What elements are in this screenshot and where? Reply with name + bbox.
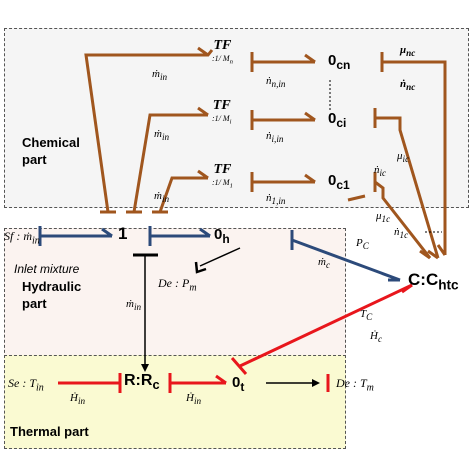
n-1c-label: ṅ1c: [394, 226, 409, 241]
tf-n-element: TF:1/ Mn: [212, 38, 233, 66]
zero-junction-h: 0h: [214, 226, 230, 246]
one-junction: 1: [118, 224, 128, 243]
bond-0c1-to-cc: [374, 180, 432, 259]
bond-0ci-to-cc: [375, 116, 440, 259]
zero-junction-t: 0t: [232, 374, 245, 394]
hydraulic-part-region: [4, 228, 346, 358]
de-t-detector-label: De : Tm: [336, 376, 374, 394]
n-ic-label: ṅic: [374, 164, 387, 179]
m-in-v-label: ṁin: [126, 298, 142, 313]
zero-junction-cn: 0cn: [328, 52, 351, 72]
capacitor-c-htc: C:Chtc: [408, 270, 459, 293]
zero-junction-ci: 0ci: [328, 110, 347, 130]
h-in-1-label: Ḣin: [70, 392, 86, 407]
thermal-part-label: Thermal part: [10, 424, 89, 439]
thermal-part-region: [4, 355, 346, 449]
mu-nc-label: μnc: [400, 44, 416, 59]
m-in-n-label: ṁin: [152, 68, 168, 83]
de-p-detector-label: De : Pm: [158, 276, 197, 294]
se-source-label: Se : Tin: [8, 376, 44, 394]
bond-0cn-to-cc: [382, 60, 447, 255]
bond-one-to-tf-1: [158, 176, 208, 213]
inlet-mixture-label: Inlet mixture: [14, 262, 80, 276]
t-c-label: TC: [360, 308, 373, 323]
h-in-2-label: Ḣin: [186, 392, 202, 407]
tf-1-element: TF:1/ M1: [212, 162, 233, 190]
n-nc-label: ṅnc: [400, 78, 416, 93]
resistor-r-rc: R:Rc: [124, 372, 160, 393]
bond-one-to-tf-n-head: [197, 46, 209, 57]
n-n-in-label: ṅn,in: [266, 75, 286, 90]
sf-source-label: Sf : ṁin: [4, 229, 40, 247]
p-c-label: PC: [356, 237, 369, 252]
n-i-in-label: ṅi,in: [266, 130, 284, 145]
bond-0h-to-de-p: [199, 247, 241, 267]
h-c-label: Ḣc: [370, 330, 383, 345]
bond-one-to-tf-i: [132, 113, 208, 213]
bond-one-to-tf-n: [84, 49, 214, 213]
m-in-i-label: ṁin: [154, 128, 170, 143]
bond-0h-to-cc: [291, 238, 401, 282]
mu-1c-label: μ1c: [376, 210, 391, 225]
tf-i-element: TF:1/ Mi: [212, 98, 232, 126]
hydraulic-part-label: Hydraulic part: [22, 279, 82, 311]
chemical-part-label: Chemical part: [22, 135, 80, 167]
n-1-in-label: ṅ1,in: [266, 192, 286, 207]
mu-ic-label: μic: [397, 150, 410, 165]
bond-cc-to-0t: [239, 283, 413, 368]
m-c-label: ṁc: [318, 256, 331, 271]
m-in-1-label: ṁin: [154, 190, 170, 205]
zero-junction-c1: 0c1: [328, 172, 350, 192]
